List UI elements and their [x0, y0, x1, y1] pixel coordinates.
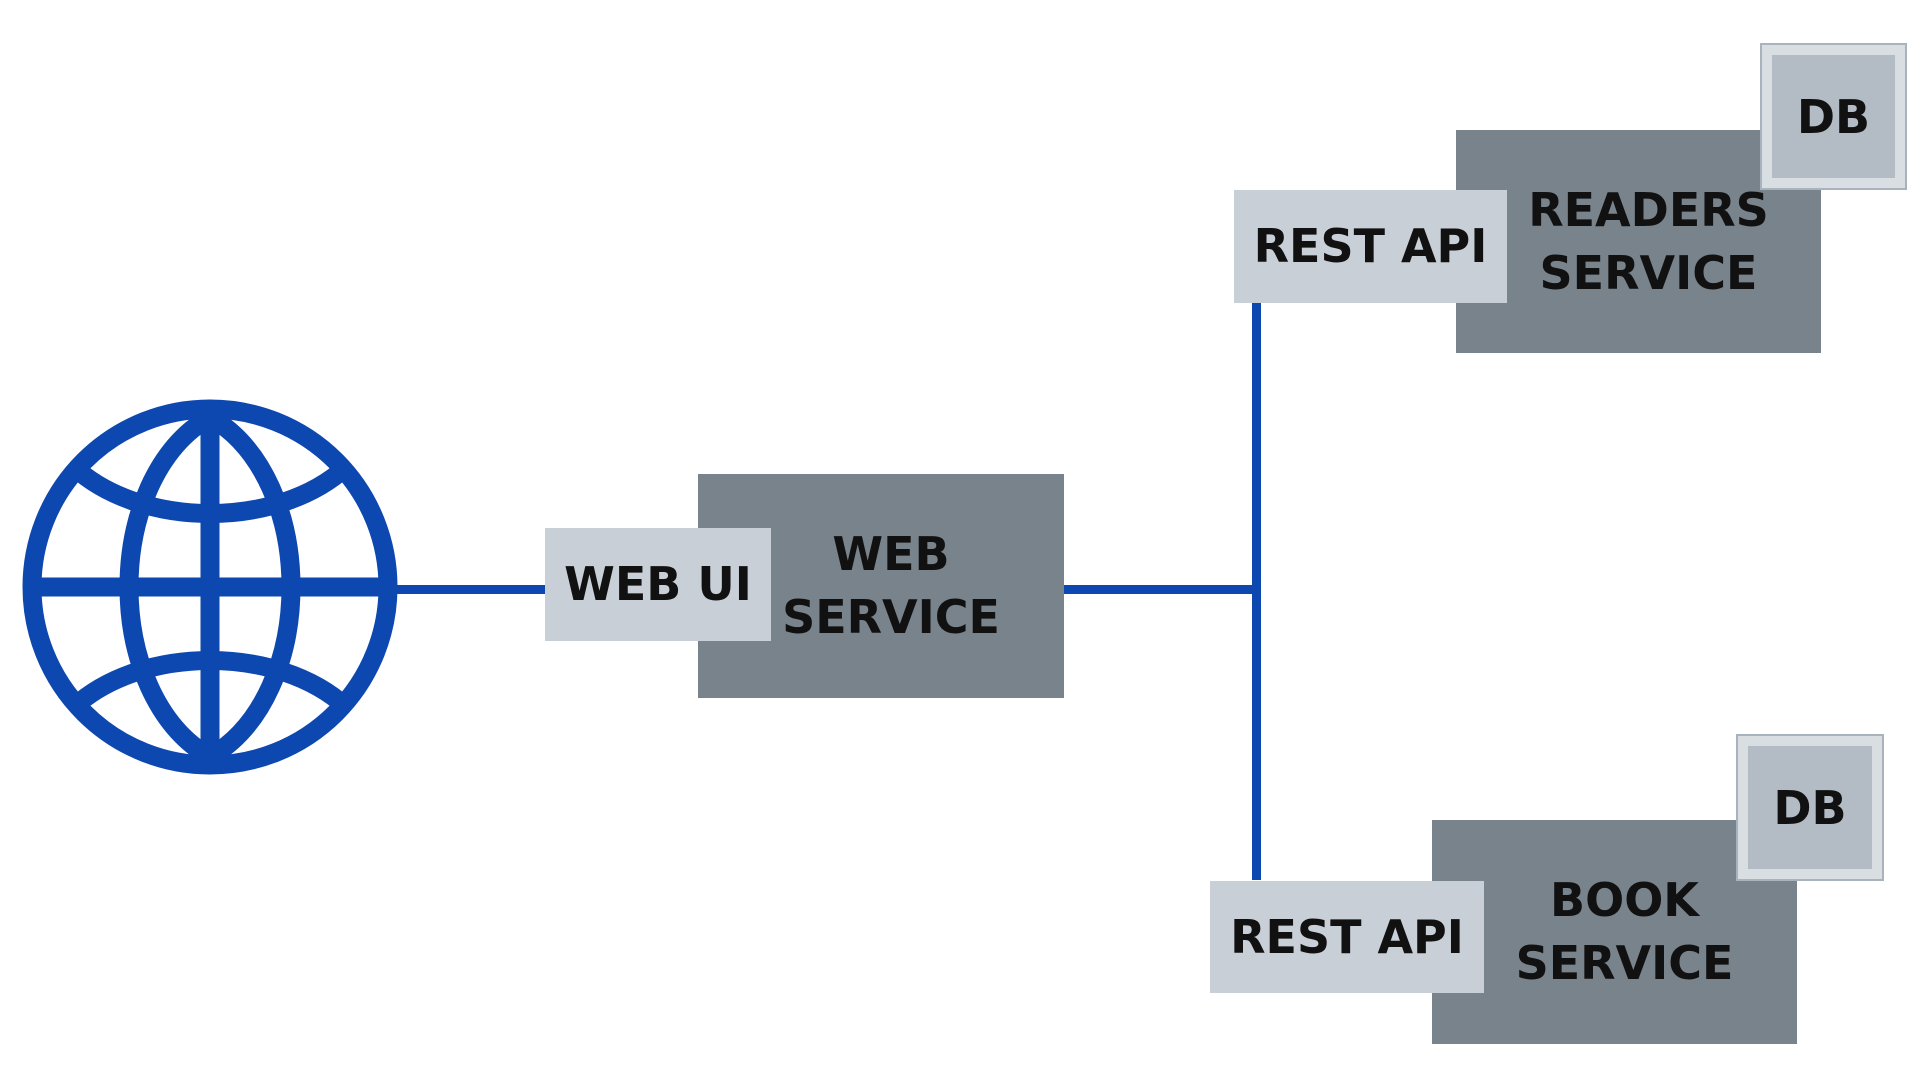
readers-db-label: DB [1772, 55, 1895, 178]
connector-vertical-trunk [1252, 300, 1261, 880]
connector-webservice-to-trunk [1060, 585, 1260, 594]
book-rest-api-box: REST API [1210, 881, 1484, 993]
book-db-box: DB [1736, 734, 1884, 881]
connector-globe-to-webui [396, 585, 546, 594]
web-ui-box: WEB UI [545, 528, 771, 641]
globe-icon [22, 399, 398, 775]
book-db-label: DB [1748, 746, 1872, 869]
readers-db-box: DB [1760, 43, 1907, 190]
readers-rest-api-box: REST API [1234, 190, 1507, 303]
